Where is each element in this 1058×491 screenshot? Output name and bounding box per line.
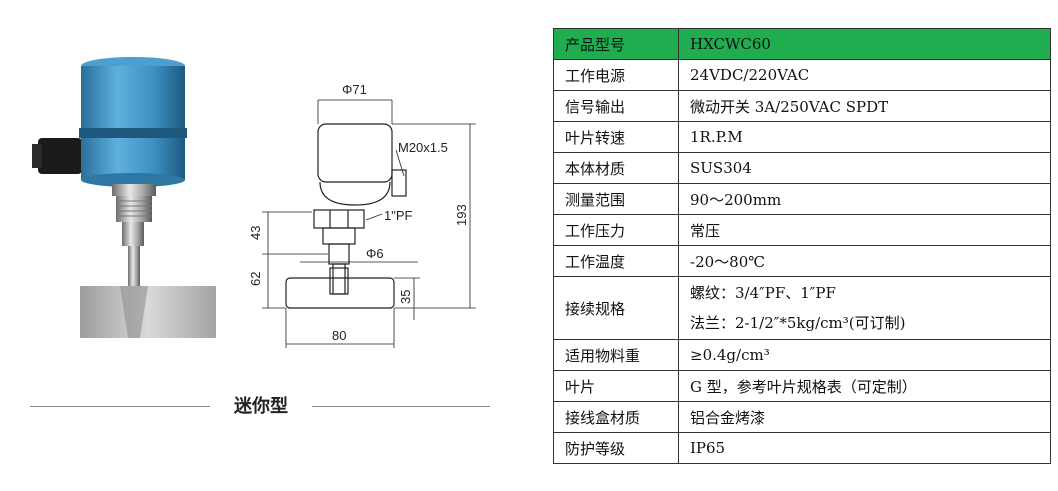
spec-row-blade-speed: 叶片转速 1R.P.M (553, 121, 1051, 153)
dim-diameter-top: Φ71 (342, 82, 367, 97)
dim-thread: M20x1.5 (398, 140, 448, 155)
spec-row-body-material: 本体材质 SUS304 (553, 152, 1051, 184)
spec-key: 信号输出 (553, 90, 679, 122)
spec-value: 90～200mm (678, 183, 1051, 215)
spec-key: 适用物料重 (553, 339, 679, 371)
spec-key: 工作压力 (553, 214, 679, 246)
spec-row-working-pressure: 工作压力 常压 (553, 214, 1051, 246)
spec-table: 产品型号 HXCWC60 工作电源 24VDC/220VAC 信号输出 微动开关… (553, 28, 1051, 464)
spec-row-signal-output: 信号输出 微动开关 3A/250VAC SPDT (553, 90, 1051, 122)
spec-value-flange: 法兰：2-1/2″*5kg/cm³(可订制) (690, 314, 906, 332)
spec-value: -20～80℃ (678, 245, 1051, 277)
caption-divider-right (312, 406, 490, 407)
dim-height-35: 35 (398, 290, 413, 304)
spec-value: ≥0.4g/cm³ (678, 339, 1051, 371)
spec-key: 本体材质 (553, 152, 679, 184)
spec-key: 叶片转速 (553, 121, 679, 153)
dimension-drawing: Φ71 M20x1.5 1"PF 43 193 Φ6 62 35 80 (248, 82, 476, 348)
spec-row-blade: 叶片 G 型，参考叶片规格表（可定制） (553, 370, 1051, 402)
caption-row: 迷你型 (30, 390, 490, 420)
dim-height-193: 193 (454, 204, 469, 226)
dim-height-62: 62 (248, 272, 263, 286)
spec-key: 接线盒材质 (553, 401, 679, 433)
dim-fitting: 1"PF (384, 208, 413, 223)
spec-value: 1R.P.M (678, 121, 1051, 153)
spec-row-power: 工作电源 24VDC/220VAC (553, 59, 1051, 91)
spec-value: SUS304 (678, 152, 1051, 184)
spec-row-model: 产品型号 HXCWC60 (553, 28, 1051, 60)
spec-value: 微动开关 3A/250VAC SPDT (678, 90, 1051, 122)
spec-key: 防护等级 (553, 432, 679, 464)
dim-height-43: 43 (248, 226, 263, 240)
spec-row-connection: 接续规格 螺纹：3/4″PF、1″PF 法兰：2-1/2″*5kg/cm³(可订… (553, 276, 1051, 340)
caption-divider-left (30, 406, 210, 407)
dim-shaft-diameter: Φ6 (366, 246, 384, 261)
spec-key: 工作电源 (553, 59, 679, 91)
spec-value: HXCWC60 (678, 28, 1051, 60)
spec-value-thread: 螺纹：3/4″PF、1″PF (690, 284, 836, 302)
spec-row-working-temperature: 工作温度 -20～80℃ (553, 245, 1051, 277)
spec-key: 工作温度 (553, 245, 679, 277)
spec-key: 叶片 (553, 370, 679, 402)
spec-key: 接续规格 (553, 276, 679, 340)
spec-key: 测量范围 (553, 183, 679, 215)
product-photo (32, 57, 216, 338)
spec-value: 常压 (678, 214, 1051, 246)
product-caption: 迷你型 (234, 396, 288, 417)
spec-value: G 型，参考叶片规格表（可定制） (678, 370, 1051, 402)
spec-row-junction-box-material: 接线盒材质 铝合金烤漆 (553, 401, 1051, 433)
spec-value: 螺纹：3/4″PF、1″PF 法兰：2-1/2″*5kg/cm³(可订制) (678, 276, 1051, 340)
dim-width-80: 80 (332, 328, 346, 343)
product-illustration-panel: Φ71 M20x1.5 1"PF 43 193 Φ6 62 35 80 迷你型 (30, 57, 490, 420)
spec-row-measuring-range: 测量范围 90～200mm (553, 183, 1051, 215)
spec-value: 铝合金烤漆 (678, 401, 1051, 433)
spec-row-material-density: 适用物料重 ≥0.4g/cm³ (553, 339, 1051, 371)
spec-row-protection-rating: 防护等级 IP65 (553, 432, 1051, 464)
spec-value: IP65 (678, 432, 1051, 464)
spec-key: 产品型号 (553, 28, 679, 60)
spec-value: 24VDC/220VAC (678, 59, 1051, 91)
